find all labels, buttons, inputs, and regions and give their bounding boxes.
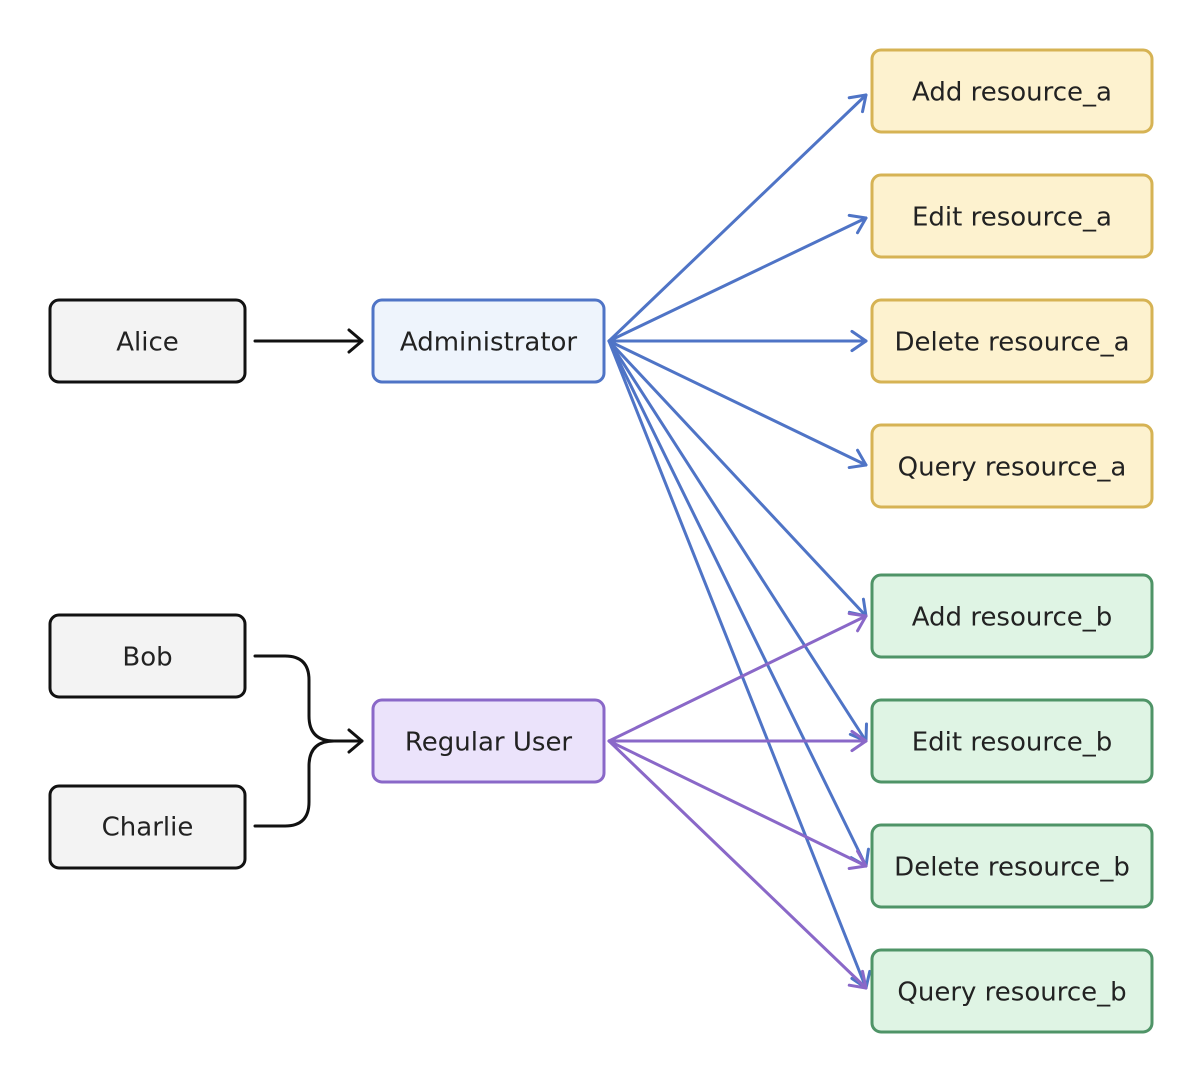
permission-node-query-resource-a[interactable]: Query resource_a (870, 423, 1154, 509)
edges-layer (607, 93, 872, 990)
user-node-alice[interactable]: Alice (48, 298, 247, 384)
permission-label: Query resource_b (897, 978, 1126, 1008)
user-label: Charlie (102, 813, 194, 843)
permission-label: Delete resource_a (894, 328, 1129, 358)
user-node-bob[interactable]: Bob (48, 613, 247, 699)
arrowhead (847, 969, 868, 990)
permission-label: Edit resource_b (912, 728, 1113, 758)
arrowhead (847, 93, 868, 114)
edge-bob-regular-user (253, 654, 364, 743)
edge-regular-user-add-resource-b (607, 614, 868, 743)
role-node-regular-user[interactable]: Regular User (371, 698, 606, 784)
arrowhead (850, 729, 868, 753)
edge-administrator-delete-resource-b (607, 339, 868, 868)
role-label: Regular User (405, 728, 573, 758)
permission-node-add-resource-b[interactable]: Add resource_b (870, 573, 1154, 659)
permission-node-add-resource-a[interactable]: Add resource_a (870, 48, 1154, 134)
role-node-administrator[interactable]: Administrator (371, 298, 606, 384)
permission-label: Edit resource_a (912, 203, 1112, 233)
edge-administrator-add-resource-b (607, 339, 868, 618)
arrowhead (847, 849, 868, 870)
arrowhead (850, 329, 868, 353)
permission-label: Query resource_a (898, 453, 1127, 483)
user-label: Bob (122, 643, 172, 673)
permission-node-edit-resource-b[interactable]: Edit resource_b (870, 698, 1154, 784)
user-edges (253, 328, 364, 828)
edge-administrator-query-resource-a (607, 339, 868, 467)
permission-node-delete-resource-b[interactable]: Delete resource_b (870, 823, 1154, 909)
user-label: Alice (116, 328, 179, 358)
edge-charlie-regular-user (253, 739, 336, 828)
permission-label: Delete resource_b (894, 853, 1130, 883)
arrowhead (347, 328, 364, 354)
permission-node-edit-resource-a[interactable]: Edit resource_a (870, 173, 1154, 259)
edge-administrator-add-resource-a (607, 93, 868, 343)
arrowhead (847, 448, 868, 470)
edge-administrator-edit-resource-b (607, 339, 868, 743)
arrowhead (847, 213, 868, 235)
edge-administrator-edit-resource-a (607, 216, 868, 343)
role-label: Administrator (400, 328, 578, 358)
edge-regular-user-delete-resource-b (607, 739, 868, 868)
edge-administrator-query-resource-b (607, 339, 868, 990)
permission-label: Add resource_a (912, 78, 1112, 108)
permission-node-query-resource-b[interactable]: Query resource_b (870, 948, 1154, 1034)
permission-node-delete-resource-a[interactable]: Delete resource_a (870, 298, 1154, 384)
user-node-charlie[interactable]: Charlie (48, 784, 247, 870)
arrowhead (347, 728, 364, 754)
edge-regular-user-query-resource-b (607, 739, 868, 990)
arrowhead (847, 612, 868, 633)
permission-label: Add resource_b (912, 603, 1113, 633)
